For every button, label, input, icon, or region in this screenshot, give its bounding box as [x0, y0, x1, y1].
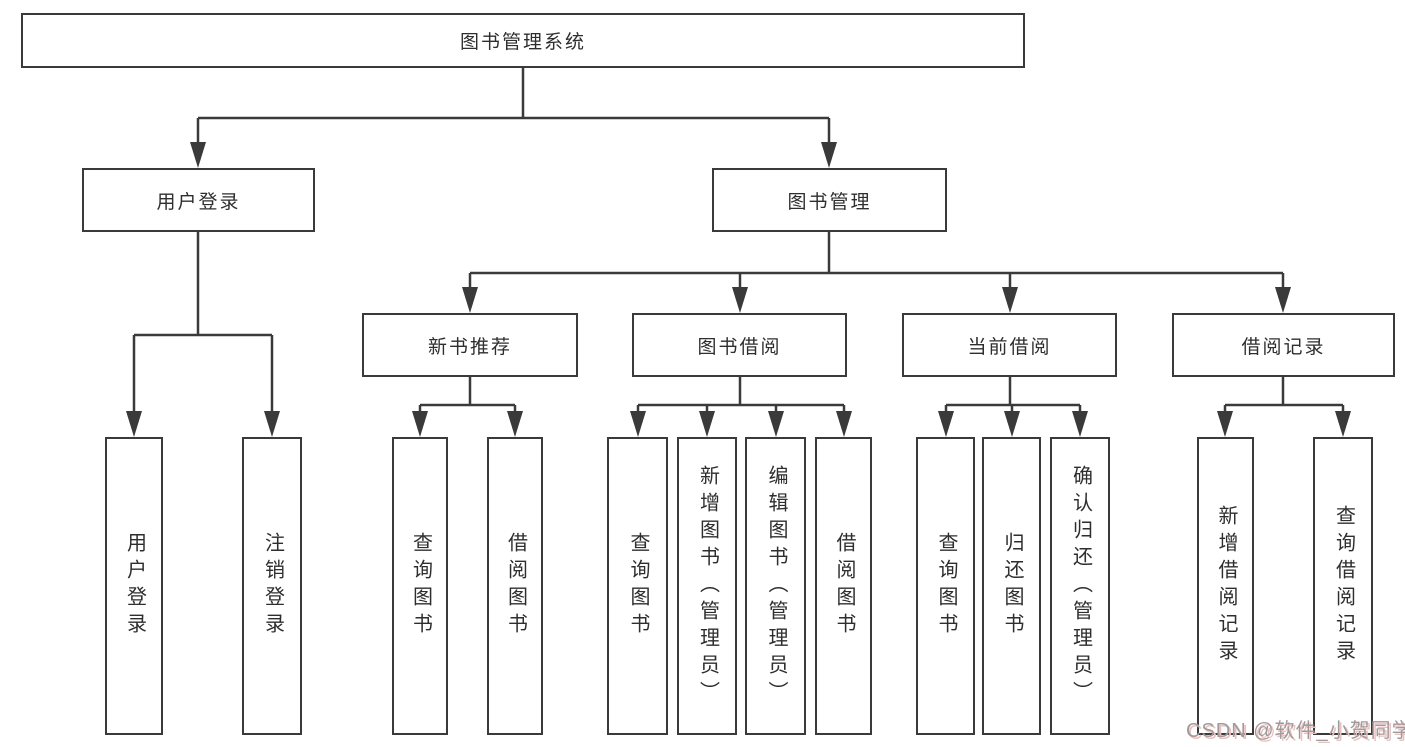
node-label: 图书管理系统: [459, 32, 586, 53]
node-label: 查询图书: [409, 532, 432, 640]
leaf-bb-edit-books-admin: 编辑图书（管理员）: [745, 437, 806, 735]
node-label: 用户登录: [123, 532, 146, 640]
node-book-management: 图书管理: [712, 168, 947, 232]
leaf-bb-add-books-admin: 新增图书（管理员）: [677, 437, 737, 735]
node-label: 确认归还（管理员）: [1069, 464, 1092, 708]
leaf-br-query-record: 查询借阅记录: [1313, 437, 1373, 735]
node-label: 用户登录: [156, 191, 241, 213]
node-label: 查询借阅记录: [1332, 505, 1355, 667]
leaf-bb-borrow-books: 借阅图书: [815, 437, 872, 735]
node-borrow-records: 借阅记录: [1172, 313, 1395, 377]
leaf-nb-borrow-books: 借阅图书: [487, 437, 543, 735]
node-label: 当前借阅: [967, 336, 1052, 358]
node-label: 新书推荐: [427, 336, 512, 358]
node-label: 注销登录: [261, 532, 284, 640]
leaf-nb-query-books: 查询图书: [392, 437, 448, 735]
node-label: 借阅图书: [504, 532, 527, 640]
node-label: 编辑图书（管理员）: [765, 464, 787, 708]
node-label: 新增图书（管理员）: [696, 464, 719, 708]
node-new-book-recommend: 新书推荐: [362, 313, 578, 377]
leaf-br-add-record: 新增借阅记录: [1197, 437, 1254, 735]
node-label: 归还图书: [1001, 532, 1023, 640]
node-label: 查询图书: [935, 532, 957, 640]
leaf-cb-query-books: 查询图书: [916, 437, 975, 735]
leaf-cb-return-books: 归还图书: [982, 437, 1041, 735]
node-system-root: 图书管理系统: [21, 13, 1025, 68]
watermark: CSDN @软件_小贺同学: [1186, 720, 1405, 742]
node-label: 新增借阅记录: [1215, 505, 1237, 667]
node-label: 图书管理: [787, 191, 872, 213]
node-label: 借阅图书: [833, 532, 855, 640]
node-book-borrow: 图书借阅: [632, 313, 847, 377]
node-label: 图书借阅: [697, 336, 782, 358]
node-label: 借阅记录: [1241, 336, 1326, 358]
leaf-logout: 注销登录: [242, 437, 302, 735]
leaf-bb-query-books: 查询图书: [607, 437, 668, 735]
leaf-cb-confirm-return-admin: 确认归还（管理员）: [1050, 437, 1110, 735]
node-label: 查询图书: [627, 532, 649, 640]
leaf-user-login: 用户登录: [105, 437, 163, 735]
node-current-borrow: 当前借阅: [902, 313, 1117, 377]
node-user-login: 用户登录: [82, 168, 315, 232]
